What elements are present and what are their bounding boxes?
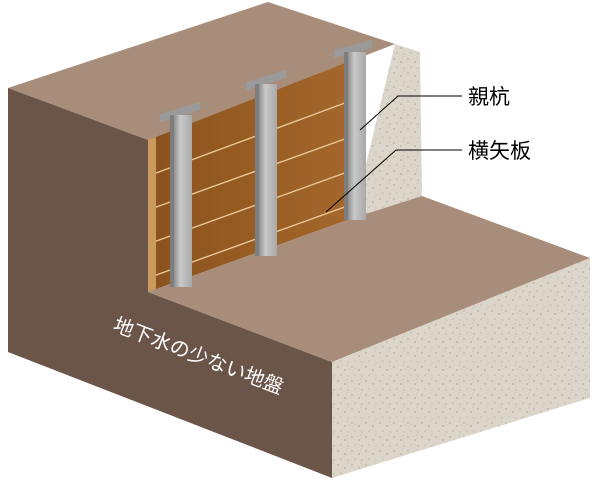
upper-soil-right-face <box>353 44 422 218</box>
timber-lagging-wall <box>147 60 354 292</box>
upper-soil-top <box>8 2 395 140</box>
excavation-floor <box>148 196 590 362</box>
lower-soil-block <box>8 88 590 478</box>
h-beam-pile-icon <box>160 40 372 287</box>
lagging-boards <box>148 60 353 292</box>
lower-soil-right-face <box>332 258 590 478</box>
pile-label: 親杭 <box>468 85 510 109</box>
leader-lines <box>325 95 462 213</box>
upper-soil-block <box>8 2 422 218</box>
lagging-end-edge <box>148 137 156 292</box>
pile-leader-line <box>359 95 462 131</box>
soil-front-face <box>8 88 332 478</box>
lagging-leader-line <box>325 149 462 213</box>
lagging-label: 横矢板 <box>468 139 531 163</box>
